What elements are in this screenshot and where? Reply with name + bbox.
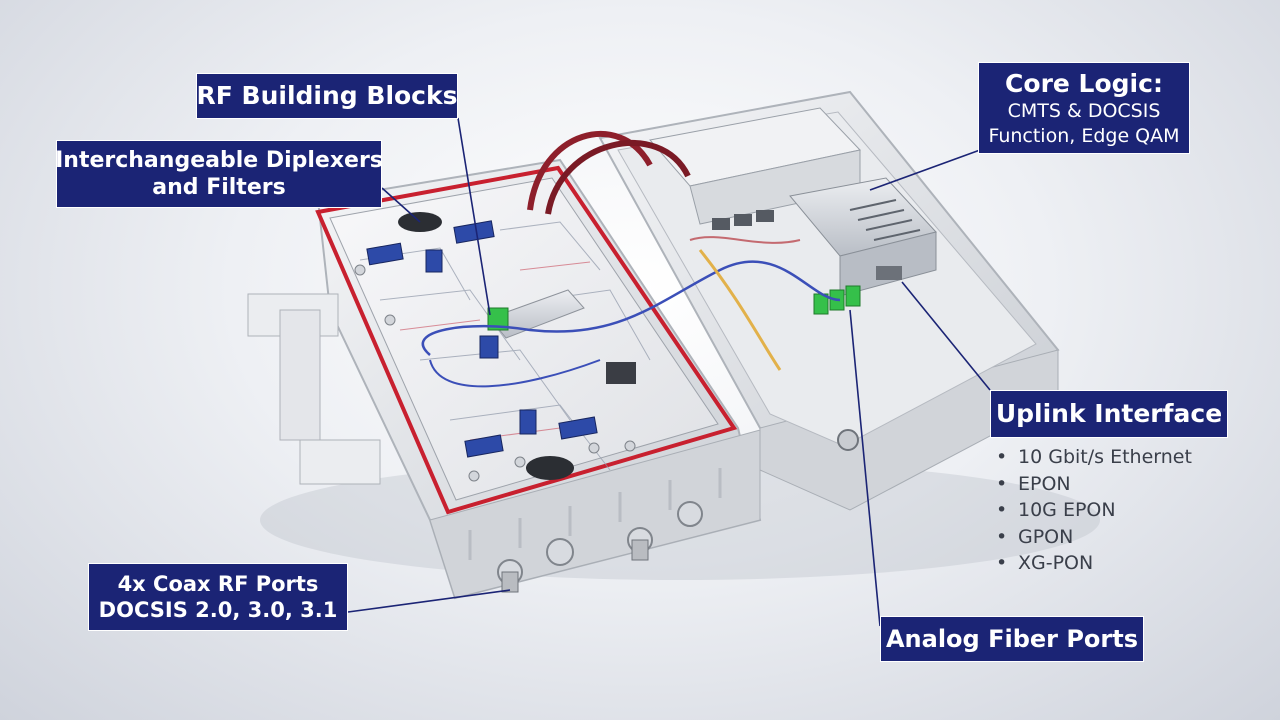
callout-rf-building-blocks: RF Building Blocks xyxy=(196,73,458,119)
callout-rf-building-blocks-label: RF Building Blocks xyxy=(196,81,458,111)
uplink-option: •EPON xyxy=(996,471,1192,498)
leader-core-logic xyxy=(869,149,981,191)
cables xyxy=(421,130,841,388)
callout-core-logic-line-2: Function, Edge QAM xyxy=(988,124,1180,147)
callout-diplexers: Interchangeable Diplexers and Filters xyxy=(55,140,383,208)
uplink-option: •GPON xyxy=(996,524,1192,551)
uplink-option: •10 Gbit/s Ethernet xyxy=(996,444,1192,471)
callout-core-logic-line-1: CMTS & DOCSIS xyxy=(1007,99,1161,122)
bullet-dot-icon: • xyxy=(996,499,1008,522)
callout-uplink-interface: Uplink Interface xyxy=(990,390,1228,438)
uplink-options-list: •10 Gbit/s Ethernet •EPON •10G EPON •GPO… xyxy=(996,444,1192,577)
bullet-dot-icon: • xyxy=(996,472,1008,495)
callout-diplexers-line-1: Interchangeable Diplexers xyxy=(55,147,383,173)
callout-core-logic: Core Logic: CMTS & DOCSIS Function, Edge… xyxy=(978,62,1190,154)
leader-uplink xyxy=(901,281,991,391)
bullet-dot-icon: • xyxy=(996,446,1008,468)
uplink-option: •XG-PON xyxy=(996,550,1192,577)
callout-analog-fiber-label: Analog Fiber Ports xyxy=(885,625,1139,653)
callout-core-logic-title: Core Logic: xyxy=(1005,68,1163,98)
bullet-dot-icon: • xyxy=(996,552,1008,575)
leader-rf-building-blocks xyxy=(457,117,491,316)
leader-analog-fiber xyxy=(849,309,881,627)
right-housing xyxy=(598,90,1060,511)
callout-coax-rf-ports: 4x Coax RF Ports DOCSIS 2.0, 3.0, 3.1 xyxy=(88,563,348,631)
callout-uplink-label: Uplink Interface xyxy=(995,399,1223,429)
rf-module xyxy=(489,289,585,339)
leader-coax xyxy=(347,589,511,613)
callout-coax-line-2: DOCSIS 2.0, 3.0, 3.1 xyxy=(98,598,338,622)
leader-diplexers xyxy=(381,187,421,223)
gasket xyxy=(315,165,738,515)
callout-analog-fiber-ports: Analog Fiber Ports xyxy=(880,616,1144,662)
callout-coax-line-1: 4x Coax RF Ports xyxy=(117,571,319,596)
uplink-option: •10G EPON xyxy=(996,497,1192,524)
leader-lines xyxy=(347,117,991,627)
bullet-dot-icon: • xyxy=(996,525,1008,548)
callout-diplexers-line-2: and Filters xyxy=(152,175,286,200)
